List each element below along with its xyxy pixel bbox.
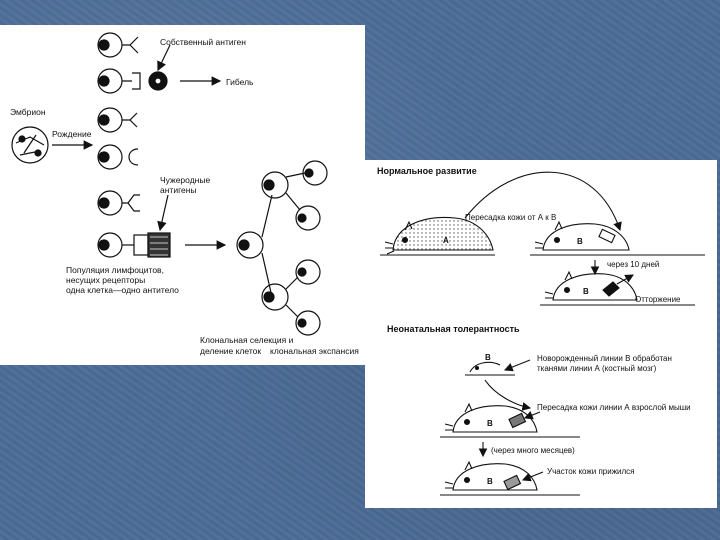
newborn-mouse-b <box>465 360 530 375</box>
tolerance-diagram: Нормальное развитие <box>365 160 717 508</box>
normal-development-title: Нормальное развитие <box>377 166 477 176</box>
clonal-expansion-tree <box>237 161 327 335</box>
mouse-b-letter-5: В <box>487 477 493 486</box>
label-population-2: несущих рецепторы <box>66 275 145 285</box>
label-clonal-selection-2: деление клеток <box>200 346 261 356</box>
label-population-3: одна клетка—одно антитело <box>66 285 179 295</box>
mouse-b-accepted <box>445 462 543 490</box>
label-embryo: Эмбрион <box>10 107 46 117</box>
mouse-b-letter-4: В <box>487 419 493 428</box>
lymphocyte-cell-3 <box>98 108 137 132</box>
label-death: Гибель <box>226 77 254 87</box>
label-foreign-1: Чужеродные <box>160 175 210 185</box>
graft-adult-label: Пересадка кожи линии А взрослой мыши <box>537 403 691 412</box>
embryo-icon <box>12 127 48 163</box>
newborn-label-1: Новорожденный линии В обработан <box>537 354 672 363</box>
graft-accepted-label: Участок кожи прижился <box>547 467 635 476</box>
mouse-a-letter: А <box>443 236 449 245</box>
label-own-antigen: Собственный антиген <box>160 37 246 47</box>
label-clonal-expansion: клональная экспансия <box>270 346 359 356</box>
label-population-1: Популяция лимфоцитов, <box>66 265 164 275</box>
clonal-selection-diagram: Собственный антиген Гибель Эмбрион Рожде… <box>0 25 365 365</box>
after-10-days-label: через 10 дней <box>607 260 659 269</box>
mouse-b-letter-2: В <box>583 287 589 296</box>
label-clonal-selection-1: Клональная селекция и <box>200 335 294 345</box>
label-foreign-2: антигены <box>160 185 197 195</box>
lymphocyte-cell-4 <box>98 145 138 169</box>
lymphocyte-cell-5 <box>98 191 140 215</box>
lymphocyte-cell-1 <box>98 33 138 57</box>
after-months-label: (через много месяцев) <box>491 446 575 455</box>
mouse-a <box>385 217 493 254</box>
lymphocyte-cell-2 <box>98 69 167 93</box>
mouse-b-letter-3: В <box>485 353 491 362</box>
graft-a-to-b-label: Пересадка кожи от А к В <box>465 213 556 222</box>
mouse-b-rejected <box>545 272 637 300</box>
label-birth: Рождение <box>52 129 92 139</box>
clonal-selection-panel: Собственный антиген Гибель Эмбрион Рожде… <box>0 25 365 365</box>
lymphocyte-cell-6 <box>98 233 170 257</box>
newborn-label-2: тканями линии А (костный мозг) <box>537 364 657 373</box>
mouse-b-letter-1: В <box>577 237 583 246</box>
tolerance-panel: Нормальное развитие <box>365 160 717 508</box>
neonatal-title: Неонатальная толерантность <box>387 324 520 334</box>
rejection-label: Отторжение <box>635 295 681 304</box>
